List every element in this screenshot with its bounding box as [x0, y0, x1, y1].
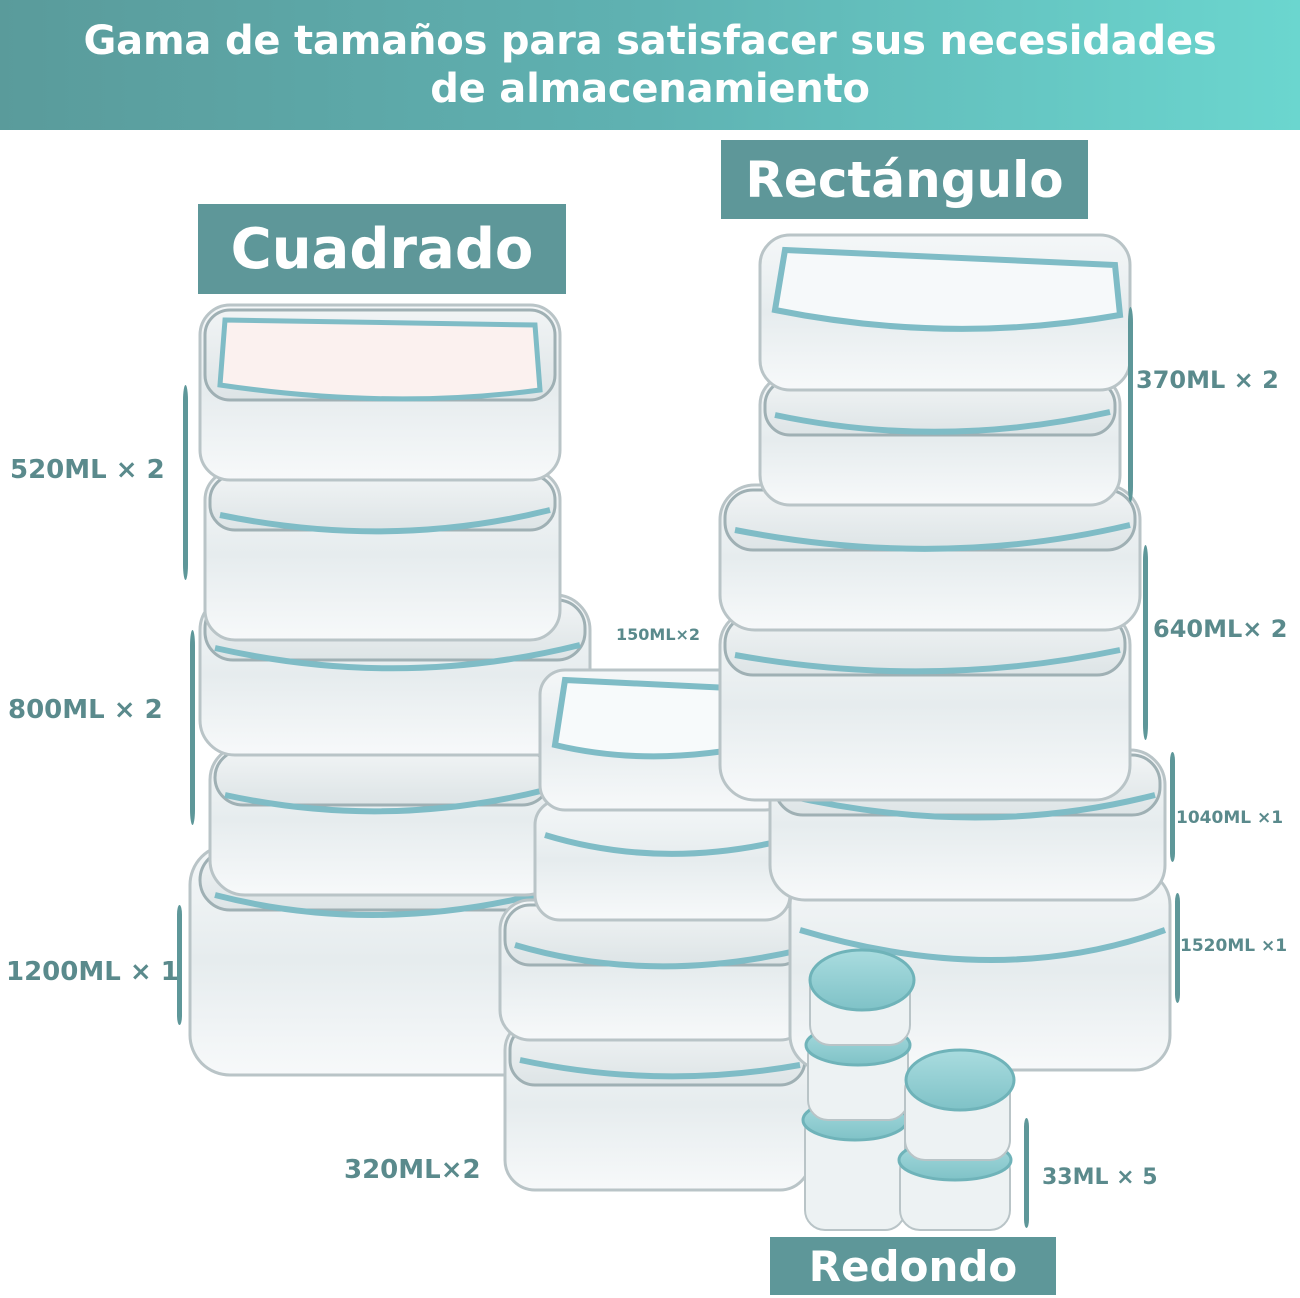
square-container-520ml-2 [203, 468, 562, 642]
header-title-line-1: Gama de tamaños para satisfacer sus nece… [83, 18, 1217, 64]
size-bracket-1520ml [1175, 893, 1180, 1003]
round-container-stack-right [897, 1048, 1016, 1231]
square-container-520ml-1 [198, 303, 562, 482]
size-label-320ml: 320ML×2 [344, 1155, 481, 1185]
size-bracket-1040ml [1170, 752, 1175, 862]
category-tag-round: Redondo [770, 1237, 1056, 1295]
size-bracket-370ml [1128, 307, 1133, 502]
rect-container-640ml-1 [718, 483, 1142, 632]
square-container-150ml-2 [533, 798, 792, 922]
size-label-1200ml: 1200ML × 1 [6, 957, 179, 987]
size-label-520ml: 520ML × 2 [10, 455, 165, 485]
size-label-150ml: 150ML×2 [616, 625, 701, 644]
category-tag-rectangle: Rectángulo [721, 140, 1088, 219]
size-label-370ml: 370ML × 2 [1136, 366, 1279, 394]
size-label-1520ml: 1520ML ×1 [1180, 936, 1288, 956]
header-banner: Gama de tamaños para satisfacer sus nece… [0, 0, 1300, 130]
round-container-stack-left [801, 948, 916, 1231]
category-tag-square: Cuadrado [198, 204, 566, 294]
square-container-800ml-2 [208, 743, 562, 897]
rect-container-640ml-2 [718, 608, 1132, 802]
size-bracket-33ml [1024, 1118, 1029, 1228]
size-label-33ml: 33ML × 5 [1042, 1165, 1158, 1190]
size-label-800ml: 800ML × 2 [8, 695, 163, 725]
header-title-line-2: de almacenamiento [430, 66, 870, 112]
rect-container-370ml-2 [758, 373, 1122, 507]
size-bracket-1200ml [177, 905, 182, 1025]
size-bracket-520ml [183, 385, 188, 580]
rect-container-370ml-1 [758, 233, 1132, 392]
size-bracket-800ml [190, 630, 195, 825]
size-label-1040ml: 1040ML ×1 [1176, 808, 1284, 828]
size-label-640ml: 640ML× 2 [1153, 615, 1288, 643]
size-bracket-640ml [1143, 545, 1148, 740]
square-container-320ml-2 [503, 1018, 812, 1192]
